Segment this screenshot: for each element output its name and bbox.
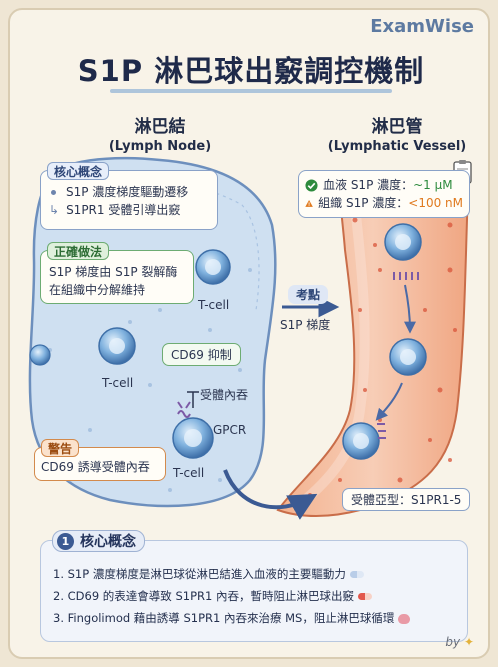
internalization-label: 受體內吞	[200, 388, 249, 402]
tcell-node-4	[29, 344, 51, 366]
gpcr-label: GPCR	[213, 423, 247, 437]
exit-arrow	[223, 469, 318, 520]
blood-concentration-value: ~1 μM	[413, 178, 453, 192]
lymph-node-heading: 淋巴結 (Lymph Node)	[90, 112, 230, 154]
byline: by ✦	[445, 635, 474, 649]
correct-practice-box: 正確做法 S1P 梯度由 S1P 裂解酶 在組織中分解維持	[40, 242, 194, 304]
pill-icon	[349, 571, 364, 578]
lymphatic-vessel-shape	[276, 185, 470, 517]
lymph-node-title-zh: 淋巴結	[134, 117, 186, 137]
blood-concentration-label: 血液 S1P 濃度：	[323, 178, 414, 192]
page-title: S1P 淋巴球出竅調控機制	[77, 54, 425, 88]
flow-arrow-2	[375, 382, 403, 421]
summary-item-1: 1. S1P 濃度梯度是淋巴球從淋巴結進入血液的主要驅動力	[53, 563, 410, 585]
warning-box-title: 警告	[41, 439, 80, 457]
concept-line-1: S1P 濃度梯度驅動遷移	[66, 185, 189, 199]
receptor-cluster-1	[393, 272, 419, 280]
summary-item-2: 2. CD69 的表達會導致 S1PR1 內吞，暫時阻止淋巴球出竅	[53, 585, 410, 607]
lymph-vessel-heading: 淋巴管 (Lymphatic Vessel)	[322, 112, 472, 154]
brand-logo: ExamWise	[370, 16, 474, 37]
correct-box-title: 正確做法	[47, 242, 110, 260]
receptor-subtype-box: 受體亞型：S1PR1-5	[342, 488, 471, 511]
tcell-label-1: T-cell	[198, 298, 230, 312]
lymph-vessel-title-en: (Lymphatic Vessel)	[327, 139, 467, 154]
concentration-box: 血液 S1P 濃度：~1 μM 組織 S1P 濃度：<100 nM	[298, 170, 470, 218]
receptor-cluster-2	[377, 423, 386, 439]
return-arrow-icon: ↳	[49, 203, 60, 217]
section-number-badge: 1	[57, 532, 74, 550]
node-particles	[48, 208, 252, 492]
concept-box-title: 核心概念	[47, 162, 110, 180]
gpcr-receptor	[177, 401, 191, 418]
warning-triangle-icon	[305, 199, 313, 207]
flow-arrow-1	[403, 284, 416, 334]
cd69-inhibit-box: CD69 抑制	[162, 343, 241, 366]
byline-text: by	[445, 635, 461, 649]
tissue-concentration-value: <100 nM	[408, 196, 463, 210]
medicine-capsule-icon	[357, 593, 372, 600]
logo-icon: ✦	[463, 635, 474, 649]
core-concept-title-text: 核心概念	[80, 534, 136, 550]
exam-point-badge: 考點	[288, 285, 329, 304]
correct-line-1: S1P 梯度由 S1P 裂解酶	[49, 265, 178, 279]
concept-line-2: S1PR1 受體引導出竅	[66, 203, 181, 217]
check-circle-icon	[305, 178, 318, 192]
tcell-label-2: T-cell	[102, 376, 134, 390]
lymph-vessel-title-zh: 淋巴管	[371, 117, 423, 137]
brain-icon	[398, 613, 411, 624]
core-concept-title: 1 核心概念	[52, 530, 145, 552]
bullet-icon	[51, 189, 56, 195]
summary-item-3: 3. Fingolimod 藉由誘導 S1PR1 內吞來治療 MS，阻止淋巴球循…	[53, 607, 411, 629]
tcell-label-3: T-cell	[173, 466, 205, 480]
warning-box: 警告 CD69 誘導受體內吞	[34, 439, 166, 481]
infographic-card: ExamWise S1P 淋巴球出竅調控機制	[8, 8, 490, 659]
title-underline	[110, 89, 392, 93]
gradient-label: S1P 梯度	[280, 318, 331, 332]
warning-text: CD69 誘導受體內吞	[41, 460, 150, 474]
lymph-node-title-en: (Lymph Node)	[108, 139, 212, 154]
concept-box: 核心概念 S1P 濃度梯度驅動遷移 ↳ S1PR1 受體引導出竅	[40, 162, 218, 230]
correct-line-2: 在組織中分解維持	[49, 283, 146, 297]
core-concept-summary: 1. S1P 濃度梯度是淋巴球從淋巴結進入血液的主要驅動力 2. CD69 的表…	[40, 540, 468, 642]
tissue-concentration-label: 組織 S1P 濃度：	[318, 196, 409, 210]
